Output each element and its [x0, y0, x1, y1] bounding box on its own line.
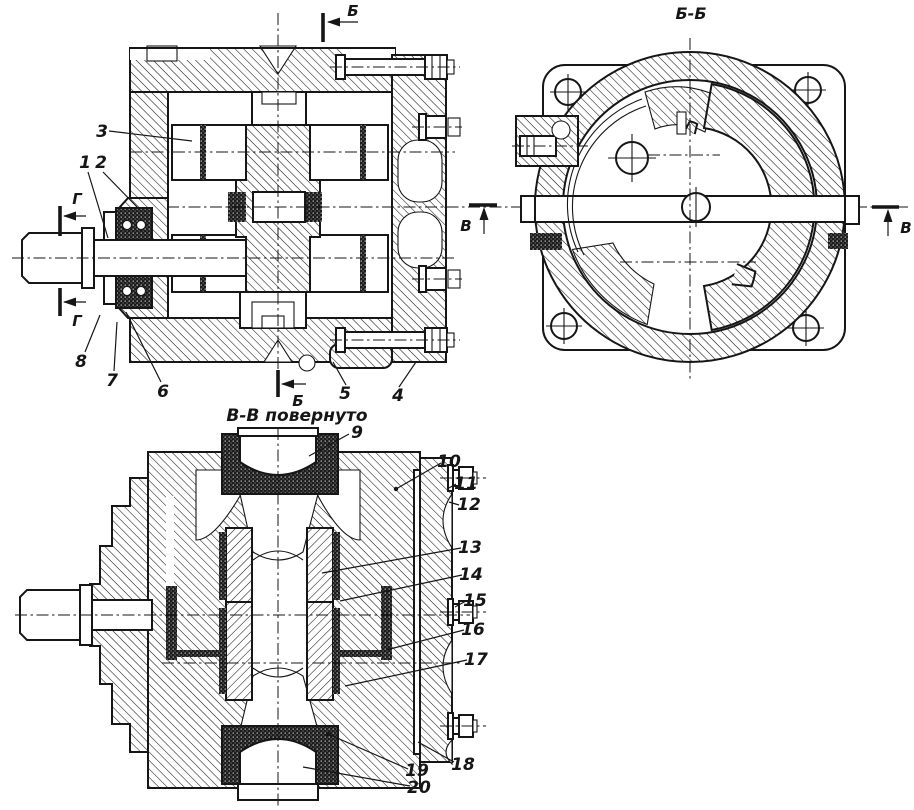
leader-7 — [113, 321, 118, 372]
port-seal-right — [828, 233, 848, 249]
section-label-g-bottom: Г — [72, 312, 83, 330]
flange-bolt-holes — [546, 72, 826, 346]
section-label-g-top: Г — [72, 190, 83, 208]
section-marker-b-bottom: Б — [276, 370, 306, 410]
section-bb-view: Б-Б — [460, 4, 912, 380]
gear-shaft-holes — [608, 134, 711, 227]
section-marker-v-left: В — [460, 203, 497, 235]
shaft-end-vv — [19, 589, 81, 641]
main-section-view: Б Б Г Г 3 1 2 8 — [12, 2, 908, 410]
side-seal-right — [381, 586, 392, 660]
callout-18: 18 — [451, 755, 475, 775]
callout-12: 12 — [457, 495, 481, 515]
section-bb-title: Б-Б — [675, 4, 706, 23]
drive-gear — [731, 263, 757, 288]
bolt-hole — [788, 310, 824, 346]
section-marker-g-top: Г — [58, 190, 86, 236]
gear-keyway-slot — [676, 111, 687, 135]
leader-19 — [327, 733, 409, 770]
leader-17 — [344, 659, 468, 687]
rear-cover-flange — [391, 54, 447, 363]
bolt-hole — [550, 74, 586, 110]
leader-11 — [446, 483, 457, 490]
bushing-lower-right — [306, 601, 334, 701]
callout-4: 4 — [391, 386, 404, 406]
side-seal-left — [166, 586, 177, 660]
bushings-and-seals — [166, 527, 392, 701]
leader-12 — [448, 501, 460, 506]
callout-20: 20 — [407, 778, 431, 798]
leader-9 — [308, 433, 350, 457]
section-label-b-top: Б — [347, 2, 358, 20]
callout-9: 9 — [351, 423, 363, 443]
plate-bolt-top — [440, 464, 486, 492]
callout-5: 5 — [339, 384, 351, 404]
callout-13: 13 — [458, 538, 482, 558]
casing-web-lower-left — [571, 242, 655, 326]
leader-20 — [302, 766, 411, 787]
section-marker-b-top: Б — [321, 2, 359, 42]
port-seal-left — [530, 233, 562, 250]
driven-gear — [684, 120, 699, 135]
callout-16: 16 — [461, 620, 485, 640]
callout-1: 1 — [79, 153, 91, 173]
flange-bolt-section — [512, 115, 588, 167]
shaft-seal-upper — [115, 207, 153, 243]
centerlines-vv — [15, 428, 470, 806]
leader-16 — [385, 629, 465, 651]
plate-bolt-bottom — [440, 712, 486, 740]
leader-10 — [395, 462, 442, 490]
section-marker-g-bottom: Г — [58, 288, 86, 330]
callout-14: 14 — [459, 565, 483, 585]
section-vv-view: В-В повернуто — [15, 406, 488, 806]
callout-11: 11 — [454, 474, 478, 494]
bolt-hole — [790, 72, 826, 108]
leader-2 — [102, 171, 141, 211]
callout-7: 7 — [106, 371, 118, 391]
leader-15 — [454, 600, 467, 608]
plate-bolts — [440, 464, 486, 740]
callout-10: 10 — [437, 452, 461, 472]
discharge-port — [221, 725, 339, 801]
leader-8 — [84, 314, 101, 353]
callout-8: 8 — [75, 352, 87, 372]
crescent-seal — [702, 82, 816, 332]
bushing-upper-left — [225, 527, 253, 603]
callout-3: 3 — [96, 122, 108, 142]
callout-19: 19 — [405, 761, 429, 781]
leader-6 — [125, 311, 162, 383]
leader-3 — [108, 130, 193, 142]
leader-14 — [339, 574, 463, 602]
leader-18 — [417, 741, 455, 763]
shaft-seal-lower — [115, 273, 153, 309]
leader-13 — [321, 547, 462, 574]
suction-port — [221, 427, 339, 495]
section-marker-v-right: В — [872, 205, 912, 237]
drive-shaft-assembly — [21, 197, 247, 319]
callouts-vv-section: 9 10 11 12 13 14 15 16 17 18 19 20 — [302, 423, 488, 798]
casing-top-notch — [146, 45, 178, 62]
centerlines-bb — [620, 38, 756, 380]
callouts-main-section: 3 1 2 8 7 6 5 4 — [75, 122, 417, 406]
section-vv-title: В-В повернуто — [226, 406, 367, 426]
bushing-upper-right — [306, 527, 334, 603]
callout-15: 15 — [463, 591, 487, 611]
callout-6: 6 — [157, 382, 169, 402]
section-label-v-left: В — [460, 217, 471, 235]
rear-plate-vv — [413, 457, 453, 766]
callout-17: 17 — [464, 650, 488, 670]
bolt-hole — [546, 308, 582, 344]
section-label-b-bottom: Б — [292, 392, 303, 410]
leader-5 — [332, 361, 347, 386]
section-label-v-right: В — [900, 219, 911, 237]
callout-2: 2 — [95, 153, 107, 173]
bushing-lower-left — [225, 601, 253, 701]
leader-4 — [398, 361, 417, 388]
leader-1 — [87, 171, 109, 239]
